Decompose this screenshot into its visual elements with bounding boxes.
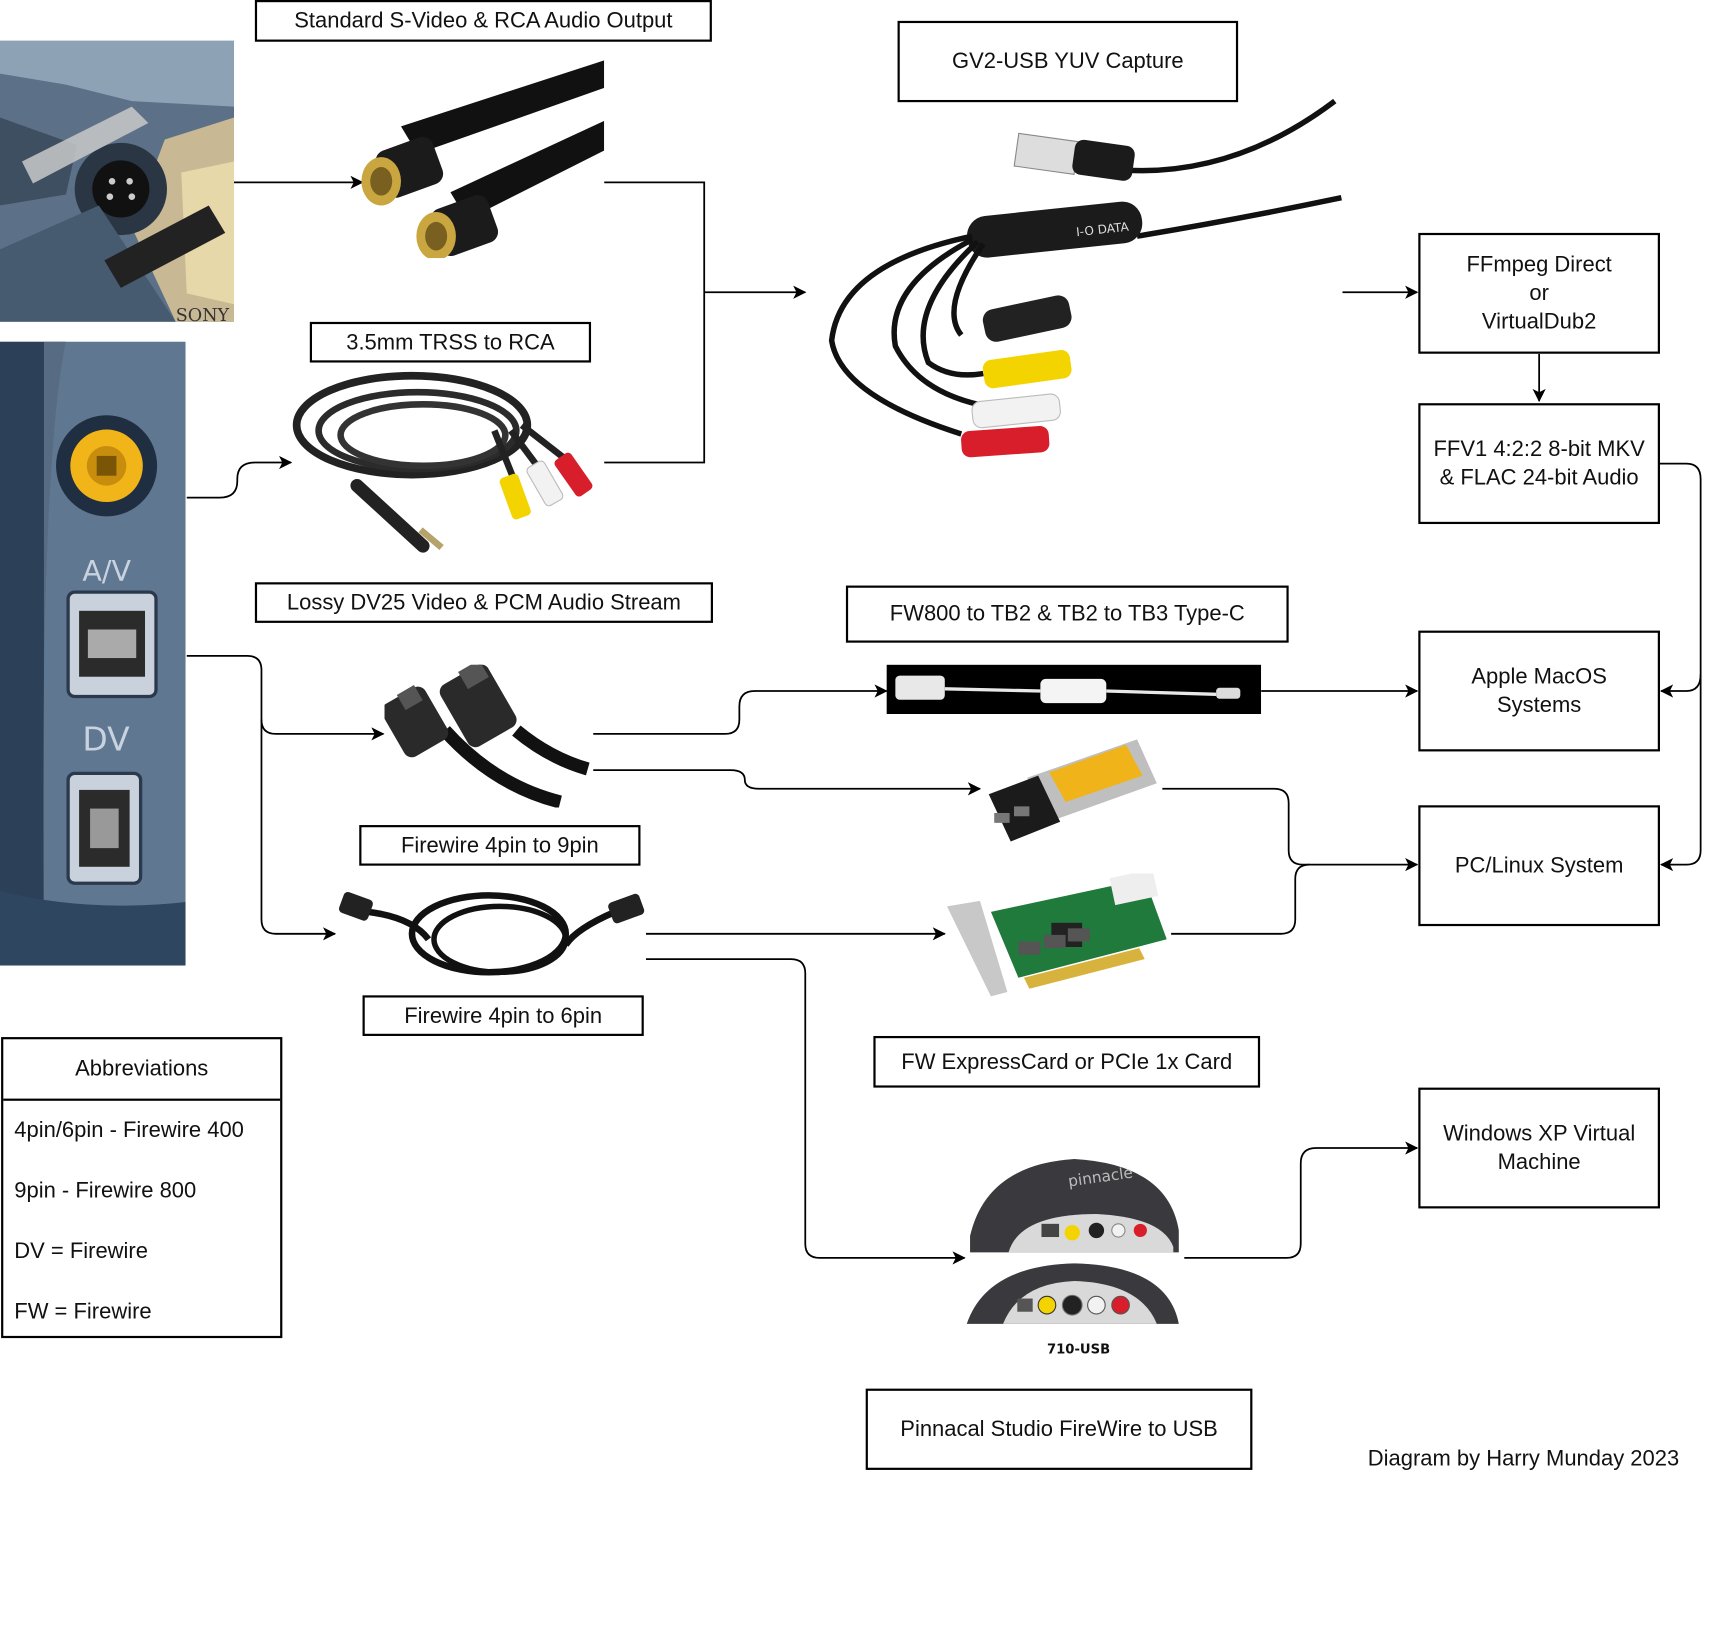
- gv2-usb-capture-photo: I-O DATA: [818, 98, 1345, 462]
- arrow-fw4to9-to-expresscard: [593, 769, 982, 796]
- abbreviation-item: DV = Firewire: [14, 1239, 148, 1264]
- fw-4pin-6pin-label: Firewire 4pin to 6pin: [362, 995, 644, 1036]
- pinnacle-studio-label: Pinnacal Studio FireWire to USB: [865, 1388, 1253, 1470]
- arrow-fw4to6-to-pinnacle: [645, 958, 966, 1265]
- pclinux-node: PC/Linux System: [1418, 805, 1660, 927]
- trss-rca-label: 3.5mm TRSS to RCA: [309, 321, 592, 363]
- svideo-output-label: Standard S-Video & RCA Audio Output: [254, 0, 712, 42]
- arrow-fw4to9-to-tb: [593, 684, 888, 735]
- macos-node: Apple MacOS Systems: [1418, 630, 1660, 752]
- io-data-logo: I-O DATA: [1075, 220, 1130, 240]
- fw-4pin-6pin-photo: [335, 884, 646, 988]
- pinnacle-710-usb-photo: pinnacle 710-USB: [965, 1154, 1185, 1363]
- arrow-ffv1-to-macos: [1659, 462, 1702, 698]
- abbreviations-table: Abbreviations 4pin/6pin - Firewire 400 9…: [1, 1037, 283, 1339]
- tb-adapter-photo: [886, 664, 1262, 715]
- pcie-card-photo: [946, 873, 1172, 999]
- arrow-av-to-trss: [186, 455, 293, 499]
- trss-rca-cable-photo: [291, 365, 604, 557]
- winxp-node: Windows XP Virtual Machine: [1418, 1087, 1660, 1209]
- camcorder-svideo-photo: SONY: [0, 40, 235, 322]
- line-expresscard-to-pclinux: [1162, 787, 1303, 866]
- arrow-ffv1-to-pclinux: [1659, 674, 1702, 872]
- line-pcie-to-pclinux: [1171, 863, 1310, 935]
- abbreviation-item: FW = Firewire: [14, 1299, 152, 1324]
- lossy-dv25-label: Lossy DV25 Video & PCM Audio Stream: [254, 582, 713, 623]
- abbreviations-title: Abbreviations: [3, 1039, 281, 1101]
- fw-4pin-9pin-label: Firewire 4pin to 9pin: [359, 825, 641, 866]
- fw-card-label: FW ExpressCard or PCIe 1x Card: [873, 1035, 1261, 1088]
- pinnacle-model-text: 710-USB: [1047, 1342, 1110, 1357]
- line-trss-to-merge: [604, 292, 706, 464]
- svideo-cables-photo: [357, 60, 605, 259]
- connector-lines: [186, 175, 1702, 1265]
- expresscard-photo: [983, 734, 1159, 844]
- abbreviation-item: 9pin - Firewire 800: [14, 1178, 197, 1203]
- arrow-dv-to-fw4to9: [186, 654, 385, 741]
- author-credit: Diagram by Harry Munday 2023: [1367, 1446, 1680, 1472]
- line-svideo-to-merge: [604, 181, 706, 293]
- arrow-pinnacle-to-winxp: [1184, 1141, 1419, 1259]
- av-port-label: A/V: [82, 554, 131, 588]
- dv-port-label: DV: [82, 719, 130, 758]
- gv2-usb-label: GV2-USB YUV Capture: [897, 20, 1239, 103]
- ffmpeg-node: FFmpeg Direct or VirtualDub2: [1418, 232, 1660, 354]
- abbreviation-item: 4pin/6pin - Firewire 400: [14, 1118, 244, 1143]
- camcorder-ports-photo: A/V DV: [0, 341, 186, 966]
- arrow-dv-to-fw4to6: [260, 719, 337, 941]
- fw-4pin-9pin-photo: [384, 664, 594, 808]
- sony-text: SONY: [176, 306, 230, 322]
- fw800-tb-label: FW800 to TB2 & TB2 to TB3 Type-C: [845, 585, 1289, 643]
- ffv1-node: FFV1 4:2:2 8-bit MKV & FLAC 24-bit Audio: [1418, 403, 1660, 525]
